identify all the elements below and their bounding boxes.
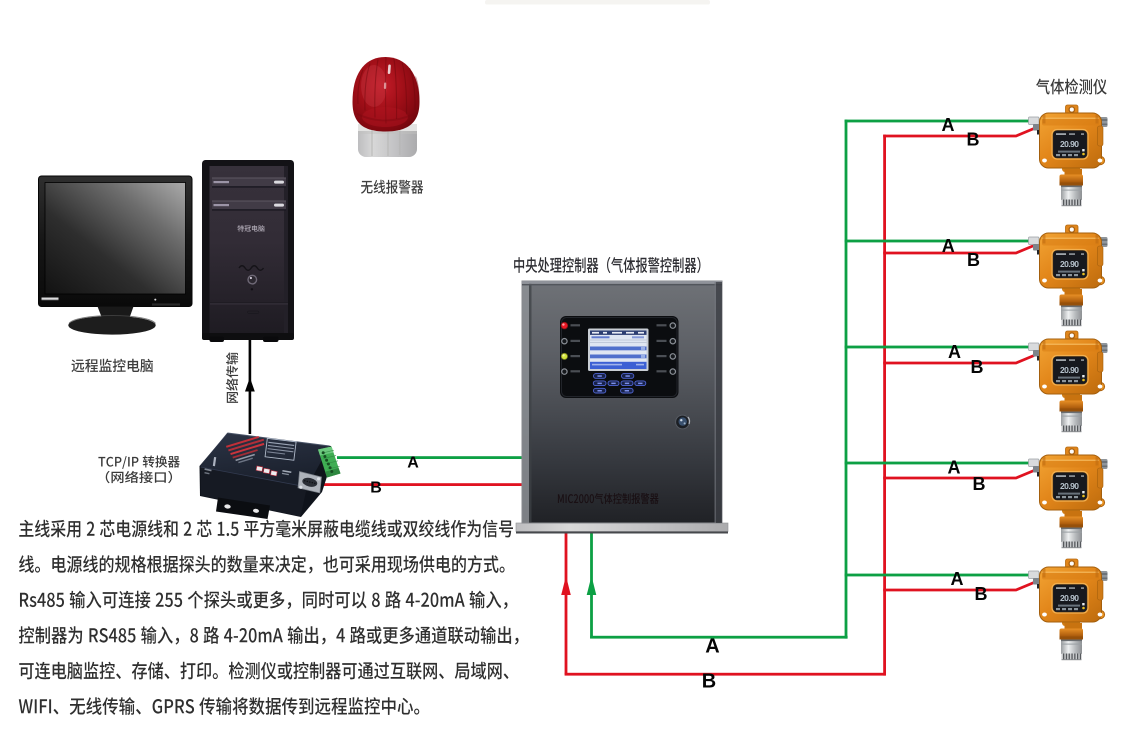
- svg-text:B: B: [370, 479, 382, 496]
- svg-text:A: A: [948, 342, 961, 362]
- svg-text:B: B: [967, 130, 980, 150]
- svg-text:B: B: [971, 357, 984, 377]
- svg-text:A: A: [705, 636, 719, 658]
- svg-text:A: A: [948, 457, 961, 477]
- svg-text:B: B: [973, 474, 986, 494]
- svg-text:B: B: [975, 584, 988, 604]
- svg-text:A: A: [951, 569, 964, 589]
- svg-text:A: A: [942, 236, 955, 256]
- svg-text:A: A: [942, 115, 955, 135]
- svg-text:B: B: [967, 250, 980, 270]
- svg-text:B: B: [702, 671, 716, 693]
- svg-text:A: A: [407, 455, 419, 472]
